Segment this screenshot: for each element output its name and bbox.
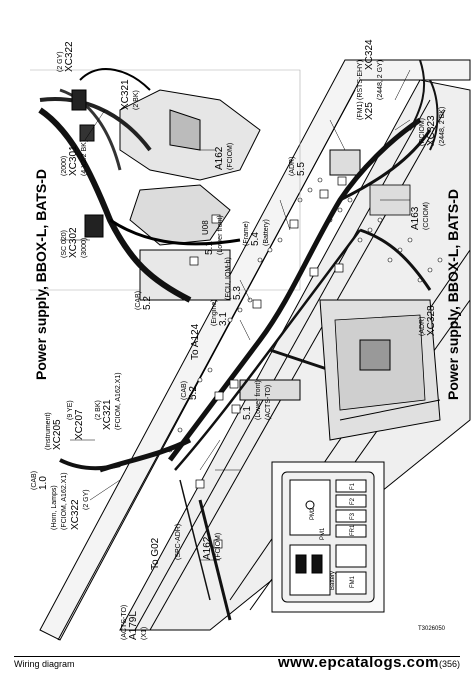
label-xc323-sub2: (2448, 2 BK) [439, 107, 446, 146]
label-lf51-mid-sub2: (ACTS-TO) [265, 385, 272, 420]
fuse-label-f1: F1 [350, 482, 356, 490]
label-a179l-sub: (ACTS-TO) [121, 605, 128, 640]
label-xc322-top-sub: (2 GY) [57, 51, 64, 72]
footer-section-title: Wiring diagram [14, 659, 75, 669]
label-cab52-mid: 5.2 [188, 386, 199, 400]
label-to-g02-sub: (SPC-ADR) [175, 524, 182, 560]
label-engine31-sub: (Engine) [211, 300, 218, 326]
label-ecu53-sub: (ECU, IOM-b) [225, 257, 232, 300]
fuse-label-pm1: PM1 [320, 527, 326, 540]
watermark: www.epcatalogs.com [278, 654, 439, 671]
label-cab52-top: 5.2 [142, 296, 153, 310]
fuse-label-pm2: PM2 [310, 507, 316, 520]
label-xc301-sub: (2000) [61, 156, 68, 176]
label-xc321-left-sub2: (FCIOM, A162.X1) [115, 372, 122, 430]
label-frame54-sub2: (Battery) [263, 219, 270, 246]
label-a179l-sub2: (X1) [141, 627, 148, 640]
label-horn-lamps: (Horn, Lamps) [51, 485, 58, 530]
label-a162-top-sub: (FCIOM) [227, 143, 234, 170]
label-xc322-left: XC322 [70, 499, 81, 530]
callout-flags [189, 176, 347, 549]
label-x25-sub: (FM1) [357, 101, 364, 120]
main-harness [59, 59, 439, 621]
figure-id: T3026050 [418, 626, 446, 632]
fuse-label-fm1: FM1 [350, 575, 356, 588]
label-xc301: XC301 [68, 145, 79, 176]
label-xc324-sub2: (2448, 2 GY) [377, 60, 384, 100]
label-xc321-left: XC321 [102, 399, 113, 430]
label-xc324-sub: (RSTS-EHY) [357, 60, 364, 100]
label-lf51-top: 5.1 [204, 241, 215, 255]
label-xc321-left-sub: (2 BK) [95, 400, 102, 420]
label-a162-top: A162 [214, 146, 225, 170]
fuse-label-f2: F2 [350, 497, 356, 505]
footer-rule [14, 656, 460, 657]
label-xc321-top-sub: (2 BK) [133, 90, 140, 110]
label-xc321-top: XC321 [120, 79, 131, 110]
label-cab52-mid-sub: (CAB) [181, 381, 188, 400]
label-adr55: 5.5 [296, 162, 307, 176]
label-engine31: 3.1 [218, 312, 229, 326]
label-xc324: XC324 [364, 39, 375, 70]
label-frame54-sub: (Frame) [243, 221, 250, 246]
title-upper: Power supply, BBOX-L, BATS-D [33, 169, 49, 380]
fuse-label-battery: Battery [330, 571, 336, 590]
label-lf51-top-sub: (Lower front) [217, 215, 224, 255]
diagram-labels: Power supply, BBOX-L, BATS-D Power suppl… [31, 39, 461, 640]
label-xc207-sub: (9 YE) [67, 400, 74, 420]
label-x25: X25 [364, 102, 375, 120]
label-a179l: A179L [128, 611, 139, 640]
label-xc207: XC207 [74, 409, 85, 440]
label-to-g02: To G02 [150, 537, 161, 570]
label-cab10-sub: (CAB) [31, 471, 38, 490]
label-a163: A163 [410, 206, 421, 230]
footer-page-number: (356) [438, 659, 460, 669]
label-frame54: 5.4 [250, 232, 261, 246]
battery-box [319, 299, 441, 441]
label-xc302: XC302 [68, 227, 79, 258]
label-xc328-sub: (ADR) [419, 317, 426, 336]
label-lf51-mid-sub: (Lower front) [255, 380, 262, 420]
label-xc302-sub: (SC 020) [61, 230, 68, 258]
label-xc323-sub: (RCIOM) [419, 118, 426, 146]
label-xc302-sub2: (3000) [81, 238, 88, 258]
label-xc322-left-sub2: (FCIOM, A162.X1) [61, 472, 68, 530]
fuse-box [271, 461, 385, 613]
label-adr55-sub: (ADR) [289, 157, 296, 176]
label-xc205-sub: (Instrument) [45, 412, 52, 450]
label-xc205: XC205 [52, 419, 63, 450]
label-a162-bottom-sub: (FCIOM) [215, 533, 222, 560]
label-ecu53: 5.3 [232, 286, 243, 300]
fuse-label-fr1: FR1 [350, 524, 356, 536]
label-a162-bottom: A162 [202, 536, 213, 560]
label-to-a124: To A124 [190, 323, 201, 360]
engine-inset [30, 68, 301, 303]
leader-lines [60, 69, 411, 561]
label-xc322-top: XC322 [64, 41, 75, 72]
label-cab10: 1.0 [38, 476, 49, 490]
label-u08: U08 [201, 220, 210, 235]
label-xc328: XC328 [426, 305, 437, 336]
label-xc322-left-sub: (2 GY) [83, 489, 90, 510]
label-a163-sub: (CCIOM) [423, 202, 430, 230]
label-xc301-sub2: (4 X2.2 BK) [81, 140, 88, 176]
fuse-label-f3: F3 [350, 512, 356, 520]
label-cab52-top-sub: (CAB) [135, 291, 142, 310]
label-lf51-mid: 5.1 [242, 406, 253, 420]
title-lower: Power supply, BBOX-L, BATS-D [445, 189, 461, 400]
label-xc323: XC323 [426, 115, 437, 146]
